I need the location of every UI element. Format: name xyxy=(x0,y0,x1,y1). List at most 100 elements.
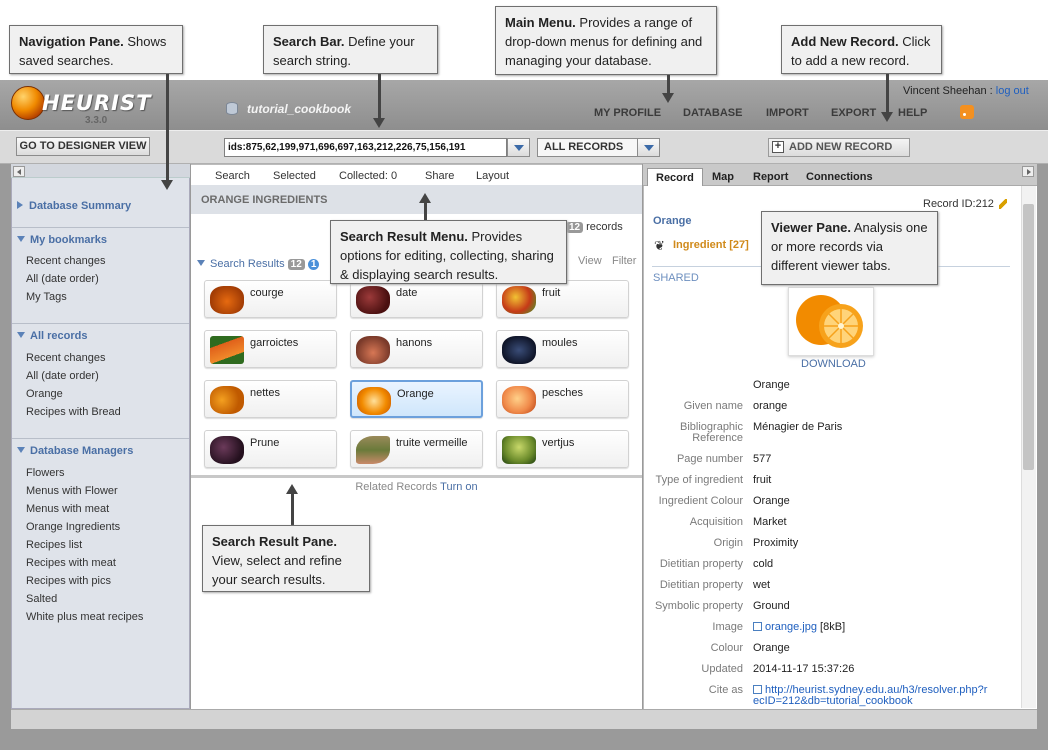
logout-link[interactable]: log out xyxy=(995,85,1029,97)
results-menu-search[interactable]: Search xyxy=(215,170,250,182)
menu-help[interactable]: HELP xyxy=(898,107,928,119)
chevron-down-icon xyxy=(17,332,25,338)
arrow-down-icon xyxy=(881,112,893,122)
nav-item[interactable]: White plus meat recipes xyxy=(26,611,144,623)
arrow-down-icon xyxy=(662,93,674,103)
related-records: Related Records Turn on xyxy=(355,481,478,493)
nav-item[interactable]: All (date order) xyxy=(26,273,99,285)
results-menu-collected[interactable]: Collected: 0 xyxy=(339,170,398,182)
tab-map[interactable]: Map xyxy=(712,171,734,183)
nav-database-summary[interactable]: Database Summary xyxy=(17,200,131,212)
result-tile[interactable]: garroictes xyxy=(204,330,337,368)
callout-search-result-pane: Search Result Pane.View, select and refi… xyxy=(202,525,370,592)
add-record-button[interactable]: ADD NEW RECORD xyxy=(768,138,910,157)
result-tile-selected[interactable]: Orange xyxy=(350,380,483,418)
cite-link[interactable]: http://heurist.sydney.edu.au/h3/resolver… xyxy=(765,684,988,696)
nav-item[interactable]: Menus with meat xyxy=(26,503,110,515)
nav-item[interactable]: Menus with Flower xyxy=(26,485,118,497)
results-selected-badge: 1 xyxy=(307,259,320,270)
result-tile[interactable]: courge xyxy=(204,280,337,318)
result-tile[interactable]: moules xyxy=(496,330,629,368)
nav-item[interactable]: Recipes with meat xyxy=(26,557,116,569)
tab-record[interactable]: Record xyxy=(647,168,703,186)
nav-item[interactable]: Orange Ingredients xyxy=(26,521,121,533)
rss-icon[interactable] xyxy=(960,105,974,119)
search-dropdown-button[interactable] xyxy=(507,138,530,157)
result-tile[interactable]: nettes xyxy=(204,380,337,418)
result-tile-label: truite vermeille xyxy=(396,437,468,449)
nav-item[interactable]: Recent changes xyxy=(26,255,106,267)
menu-database[interactable]: DATABASE xyxy=(683,107,743,119)
related-turn-on-link[interactable]: Turn on xyxy=(440,481,478,493)
nav-item[interactable]: Recipes list xyxy=(26,539,83,551)
nav-pane-topbar xyxy=(11,164,190,178)
record-count-suffix: records xyxy=(586,221,623,233)
search-scope-select[interactable]: ALL RECORDS xyxy=(537,138,638,157)
record-image[interactable] xyxy=(788,287,874,356)
menu-my-profile[interactable]: MY PROFILE xyxy=(594,107,662,119)
nav-item[interactable]: Recipes with Bread xyxy=(26,406,121,418)
scope-dropdown-button[interactable] xyxy=(637,138,660,157)
collapse-left-icon[interactable] xyxy=(13,166,25,177)
result-tile[interactable]: vertjus xyxy=(496,430,629,468)
nav-item[interactable]: Recent changes xyxy=(26,352,106,364)
result-tile[interactable]: fruit xyxy=(496,280,629,318)
nav-all-records-header[interactable]: All records xyxy=(17,330,87,342)
edit-pencil-icon[interactable] xyxy=(999,199,1007,209)
results-menu-selected[interactable]: Selected xyxy=(273,170,316,182)
view-link[interactable]: View xyxy=(578,255,602,267)
field-label: Dietitian property xyxy=(659,579,743,591)
nav-item[interactable]: Salted xyxy=(26,593,58,605)
result-tile[interactable]: hanons xyxy=(350,330,483,368)
vertjus-thumb-icon xyxy=(502,436,536,464)
nav-item[interactable]: All (date order) xyxy=(26,370,99,382)
cite-link-continued[interactable]: ecID=212&db=tutorial_cookbook xyxy=(753,695,913,707)
filter-link[interactable]: Filter xyxy=(612,255,637,267)
nav-item[interactable]: Flowers xyxy=(26,467,65,479)
designer-view-button[interactable]: GO TO DESIGNER VIEW xyxy=(16,137,150,156)
tab-connections[interactable]: Connections xyxy=(806,171,873,183)
callout-arrow xyxy=(886,74,889,114)
shared-label: SHARED xyxy=(653,272,699,284)
tab-report[interactable]: Report xyxy=(753,171,789,183)
result-tile-label: Orange xyxy=(397,388,434,400)
field-value: Orange xyxy=(753,495,790,507)
nav-bookmarks-header[interactable]: My bookmarks xyxy=(17,234,107,246)
collapse-right-icon[interactable] xyxy=(1022,166,1034,177)
record-id: Record ID:212 xyxy=(923,198,994,210)
search-results-header[interactable]: Search Results 12 1 xyxy=(197,258,320,270)
results-splitter[interactable] xyxy=(191,475,642,478)
fruit-thumb-icon xyxy=(502,286,536,314)
chevron-down-icon xyxy=(197,260,205,266)
nav-db-managers-header[interactable]: Database Managers xyxy=(17,445,133,457)
record-count-badge: 12 xyxy=(566,222,584,233)
result-tile-label: vertjus xyxy=(542,437,575,449)
arrow-down-icon xyxy=(161,180,173,190)
results-title-bar: ORANGE INGREDIENTS xyxy=(191,185,642,214)
viewer-scroll-thumb[interactable] xyxy=(1023,204,1034,470)
navigation-pane xyxy=(11,164,190,709)
result-tile[interactable]: truite vermeille xyxy=(350,430,483,468)
menu-import[interactable]: IMPORT xyxy=(766,107,809,119)
callout-main-menu: Main Menu. Provides a range of drop-down… xyxy=(495,6,717,75)
results-menu-share[interactable]: Share xyxy=(425,170,455,182)
nav-item[interactable]: My Tags xyxy=(26,291,67,303)
image-file-link[interactable]: orange.jpg xyxy=(765,621,817,633)
result-tile-label: pesches xyxy=(542,387,583,399)
image-file-size: [8kB] xyxy=(817,621,846,633)
menu-export[interactable]: EXPORT xyxy=(831,107,877,119)
nav-item[interactable]: Recipes with pics xyxy=(26,575,111,587)
plus-icon: + xyxy=(772,141,784,153)
download-link[interactable]: DOWNLOAD xyxy=(801,358,866,370)
nav-item[interactable]: Orange xyxy=(26,388,63,400)
result-tile[interactable]: date xyxy=(350,280,483,318)
field-label: Updated xyxy=(701,663,743,675)
result-tile[interactable]: Prune xyxy=(204,430,337,468)
field-label: Colour xyxy=(710,642,743,654)
pesches-thumb-icon xyxy=(502,386,536,414)
search-input[interactable]: ids:875,62,199,971,696,697,163,212,226,7… xyxy=(224,138,507,157)
result-tile-label: nettes xyxy=(250,387,280,399)
results-menu-layout[interactable]: Layout xyxy=(476,170,510,182)
result-tile[interactable]: pesches xyxy=(496,380,629,418)
